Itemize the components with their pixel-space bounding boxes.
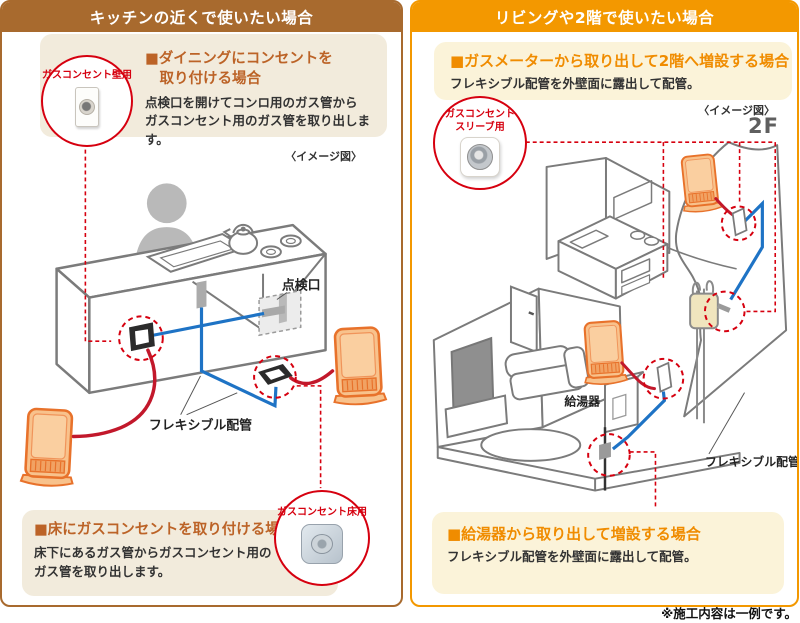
- floor-gas-outlet: [258, 364, 293, 385]
- inspection-hatch: [258, 289, 302, 337]
- person-silhouette: [134, 183, 200, 278]
- right-image-caption: 〈イメージ図〉: [698, 104, 775, 117]
- dining-body-line2: ガスコンセント用のガス管を取り出します。: [145, 113, 371, 148]
- 2f-floor-edge: [661, 244, 737, 270]
- floor-outlet-label: ガスコンセント床用: [277, 507, 367, 518]
- wall-socket-icon: [79, 98, 95, 115]
- sink-drain-pipe: [196, 280, 207, 309]
- waterheater-headline: ■給湯器から取り出して増設する場合: [447, 525, 701, 543]
- kitchen-panel: キッチンの近くで使いたい場合 ■ダイニングにコンセントを 取り付ける場合 点検口…: [0, 0, 403, 607]
- meter-body: フレキシブル配管を外壁面に露出して配管。: [450, 76, 700, 91]
- base-slab: [436, 446, 741, 492]
- kitchen-panel-header: キッチンの近くで使いたい場合: [2, 2, 401, 32]
- sleeve-outlet-label-line1: ガスコンセント: [445, 109, 515, 120]
- label-pointer-lines: [180, 292, 288, 416]
- wall-outlet-callout: ガスコンセント壁用: [41, 55, 133, 147]
- floor-socket-icon: [311, 533, 333, 554]
- meter-headline: ■ガスメーターから取り出して2階へ増設する場合: [450, 52, 790, 70]
- counter-cutaway-lines: [192, 254, 326, 332]
- wall-outlet-label: ガスコンセント壁用: [42, 70, 132, 81]
- left-image-caption: 〈イメージ図〉: [285, 150, 362, 163]
- flexible-pipe-label-right: フレキシブル配管: [705, 455, 797, 469]
- gas-hoses: [71, 348, 335, 439]
- wall-gas-outlet: [129, 322, 155, 352]
- floor-headline: ■床にガスコンセントを取り付ける場合: [34, 522, 295, 538]
- floor-outlet-callout: ガスコンセント床用: [274, 490, 370, 586]
- flexible-pipe-blue: [142, 307, 278, 409]
- flexible-pipe-label-left: フレキシブル配管: [149, 418, 252, 434]
- outlet-plate-1f: [656, 361, 673, 393]
- gas-hoses-right: [620, 197, 736, 391]
- living-walls: [432, 287, 623, 448]
- outlet-plate-2f: [731, 207, 748, 237]
- dining-body-line1: 点検口を開けてコンロ用のガス管から: [145, 94, 358, 110]
- living-panel-header: リビングや2階で使いたい場合: [412, 2, 797, 32]
- callout-connector-lines: [84, 149, 322, 489]
- callout-connector-lines-right: [525, 141, 777, 507]
- sleeve-outlet-callout: ガスコンセント スリーブ用: [433, 96, 527, 190]
- water-heater: [599, 370, 645, 491]
- rug: [480, 428, 582, 462]
- hatch-pipe-vertical: [278, 293, 287, 324]
- stove-burners: [260, 234, 302, 259]
- kitchen-walls: [545, 157, 671, 260]
- living-panel: リビングや2階で使いたい場合 ■ガスメーターから取り出して2階へ増設する場合 フ…: [410, 0, 799, 607]
- kitchen-counter: [55, 223, 327, 395]
- hatch-pipe-stub: [262, 305, 285, 318]
- waterheater-body: フレキシブル配管を外壁面に露出して配管。: [447, 549, 697, 564]
- kitchen-counter-mini: [557, 215, 669, 300]
- kettle-icon: [222, 223, 259, 255]
- outlet-highlight-circles: [118, 315, 297, 399]
- water-heater-label: 給湯器: [564, 394, 601, 408]
- exterior-wall: [674, 141, 788, 418]
- dining-headline-line2: 取り付ける場合: [159, 71, 262, 88]
- sleeve-outlet-label-line2: スリーブ用: [455, 121, 505, 133]
- sleeve-outlet-plate-icon: [460, 137, 500, 177]
- floor-outlet-plate-icon: [301, 523, 343, 564]
- flexible-pipe-blue-right: [611, 199, 764, 451]
- heater-right: [329, 325, 388, 407]
- highlight-circles-right: [587, 205, 757, 477]
- sofa: [504, 345, 590, 401]
- sink: [145, 232, 248, 273]
- meter-branch-infobox: ■ガスメーターから取り出して2階へ増設する場合 フレキシブル配管を外壁面に露出し…: [434, 42, 792, 100]
- waterheater-branch-infobox: ■給湯器から取り出して増設する場合 フレキシブル配管を外壁面に露出して配管。: [432, 512, 784, 594]
- dining-headline-line1: ■ダイニングにコンセントを: [145, 51, 333, 67]
- floor-body-line2: ガス管を取り出します。: [34, 564, 171, 580]
- gas-meter: [689, 280, 731, 424]
- label-pointer-right: [708, 392, 745, 455]
- second-floor-label: 2F: [748, 114, 779, 138]
- disclaimer-note: ※施工内容は一例です。: [661, 606, 797, 621]
- tv: [444, 336, 509, 439]
- door: [509, 285, 538, 354]
- floor-body-line1: 床下にあるガス管からガスコンセント用の: [34, 545, 272, 561]
- heater-bottom-left: [19, 407, 78, 489]
- heater-2f: [677, 152, 723, 215]
- heater-1f: [580, 319, 629, 387]
- inspection-port-label: 点検口: [282, 278, 321, 294]
- wall-outlet-plate-icon: [75, 86, 99, 127]
- sleeve-socket-icon: [467, 144, 493, 170]
